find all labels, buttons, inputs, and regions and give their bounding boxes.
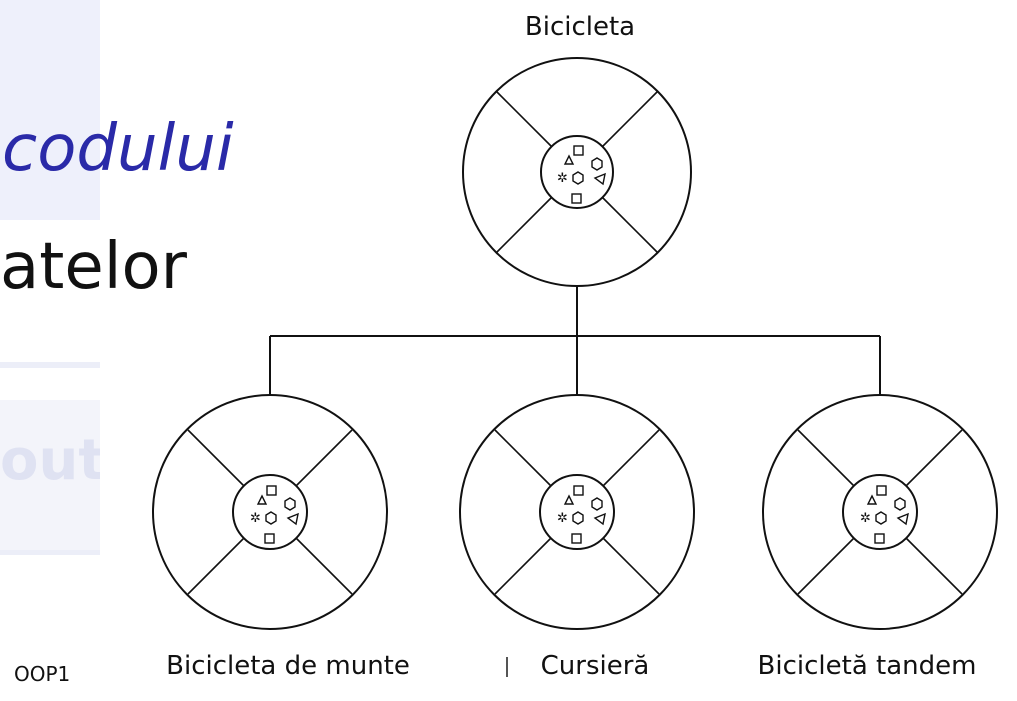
text-cursor-mark [506, 657, 508, 677]
side-band-top [0, 0, 100, 220]
side-band-rule-lower [0, 550, 100, 555]
node-label-child: Bicicleta de munte [166, 651, 410, 681]
wheel-icon [152, 394, 388, 630]
side-band-middle [0, 400, 100, 550]
node-label-child: Bicicletă tandem [757, 651, 977, 681]
side-decoration-band: out [0, 0, 100, 701]
ghost-title-text: out [0, 428, 100, 493]
wheel-icon [459, 394, 695, 630]
slide-footer: OOP1 [14, 662, 71, 686]
node-label-root: Bicicleta [524, 12, 636, 42]
wheel-icon [762, 394, 998, 630]
wheel-icon [462, 57, 692, 287]
node-label-child: Cursieră [540, 651, 650, 681]
connector-lines [269, 286, 881, 395]
side-band-rule [0, 362, 100, 368]
slide-title-italic-fragment: codului [2, 112, 234, 186]
slide-title-plain-fragment: atelor [0, 230, 187, 304]
